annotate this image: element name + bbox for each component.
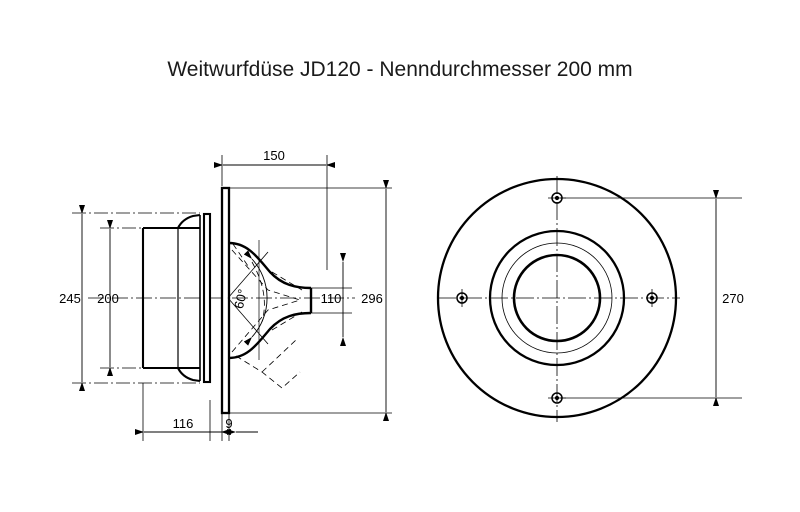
dimension-245: 245 — [59, 205, 200, 391]
side-section-view: 60° 150 245 200 — [59, 148, 392, 441]
dim-label-296: 296 — [361, 291, 383, 306]
dim-label-116: 116 — [173, 416, 194, 431]
drawing-title: Weitwurfdüse JD120 - Nenndurchmesser 200… — [167, 58, 632, 81]
dimension-270: 270 — [560, 190, 744, 406]
dimension-9: 9 — [200, 400, 258, 441]
dimension-200: 200 — [97, 220, 180, 376]
dim-label-200: 200 — [97, 291, 119, 306]
dim-label-150: 150 — [263, 148, 285, 163]
dimension-110: 110 — [311, 253, 352, 346]
dimension-296: 296 — [229, 180, 392, 421]
dimension-150: 150 — [214, 148, 335, 270]
front-view: 270 — [436, 176, 744, 422]
front-hidden-circle — [501, 242, 613, 354]
dim-label-9: 9 — [225, 416, 232, 431]
dim-label-270: 270 — [722, 291, 744, 306]
dim-label-110: 110 — [321, 291, 342, 306]
front-body-circle — [488, 229, 626, 367]
angle-indicator-60: 60° — [227, 250, 269, 346]
front-flange-plate — [220, 186, 231, 415]
inner-flange-plate — [202, 212, 212, 384]
front-throat-circle — [512, 253, 602, 343]
dim-label-angle-60: 60° — [231, 288, 250, 311]
front-outer-plate-circle — [436, 177, 678, 419]
dim-label-245: 245 — [59, 291, 81, 306]
